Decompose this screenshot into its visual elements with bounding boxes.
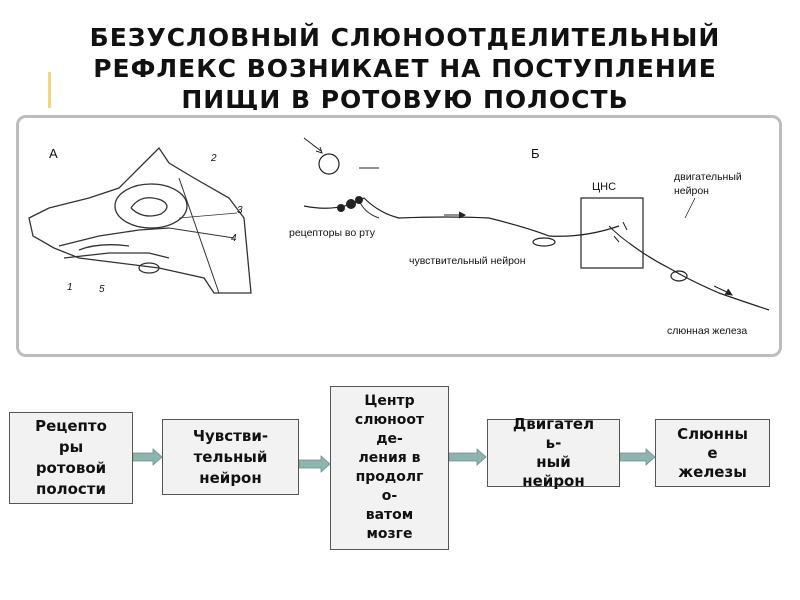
flow-arrow-2 — [299, 455, 331, 473]
cns-box — [580, 197, 644, 269]
figure-a-numbers: 1 2 3 4 5 — [67, 153, 243, 295]
flow-box-receptors: Рецепто ры ротовой полости — [9, 412, 133, 504]
number-3: 3 — [237, 205, 243, 216]
sensory-neuron-body — [532, 237, 556, 247]
sensory-arrow — [444, 211, 467, 219]
food-particle — [318, 153, 340, 175]
label-b: Б — [531, 146, 540, 161]
flow-arrow-1 — [133, 448, 163, 466]
motor-neuron-label-line2: нейрон — [674, 185, 709, 197]
flow-arrow-3 — [449, 448, 487, 466]
sensory-neuron-label: чувствительный нейрон — [409, 255, 526, 267]
flow-box-salivary-glands: Слюнны е железы — [655, 419, 770, 487]
motor-arrow — [713, 285, 734, 296]
dog-head-drawing — [28, 146, 252, 294]
flow-arrow-4 — [620, 448, 656, 466]
figure-frame: А 1 2 3 4 5 Б — [16, 115, 782, 357]
flow-box-sensory-neuron: Чувстви- тельный нейрон — [162, 419, 299, 495]
sensory-fiber — [303, 197, 620, 237]
reflex-illustration: А 1 2 3 4 5 Б — [28, 137, 770, 337]
number-1: 1 — [67, 282, 73, 293]
label-a: А — [49, 146, 58, 161]
food-arrow — [303, 137, 323, 154]
flow-box-salivation-center: Центр слюноот де- ления в продолг о- ват… — [330, 386, 449, 550]
accent-bar — [48, 72, 51, 108]
motor-neuron-label-line1: двигательный — [674, 171, 742, 183]
cns-label: ЦНС — [592, 181, 616, 193]
flow-box-motor-neuron: Двигател ь- ный нейрон — [487, 415, 620, 490]
number-2: 2 — [210, 153, 217, 164]
motor-neuron-body — [670, 270, 688, 282]
receptors-label: рецепторы во рту — [289, 227, 376, 239]
salivary-gland-label: слюнная железа — [667, 325, 747, 337]
slide-title: БЕЗУСЛОВНЫЙ СЛЮНООТДЕЛИТЕЛЬНЫЙ РЕФЛЕКС В… — [89, 23, 721, 110]
number-4: 4 — [231, 233, 237, 244]
motor-fiber — [628, 242, 770, 311]
number-5: 5 — [99, 284, 105, 295]
